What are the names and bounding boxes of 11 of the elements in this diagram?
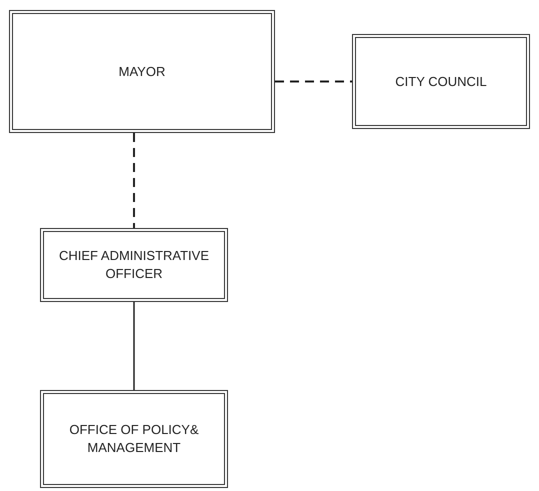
org-box bbox=[40, 228, 228, 302]
box-title: MAYOR bbox=[118, 62, 166, 80]
org-box bbox=[40, 390, 228, 488]
org-box bbox=[9, 10, 275, 133]
connector-line bbox=[133, 302, 135, 390]
box-title: OFFICE OF POLICY& MANAGEMENT bbox=[68, 421, 200, 457]
dashed-connector bbox=[275, 80, 352, 82]
box-title: CITY COUNCIL bbox=[395, 72, 487, 90]
org-box bbox=[352, 34, 530, 129]
box-title: CHIEF ADMINISTRATIVE OFFICER bbox=[58, 247, 210, 283]
dashed-connector bbox=[133, 133, 135, 228]
